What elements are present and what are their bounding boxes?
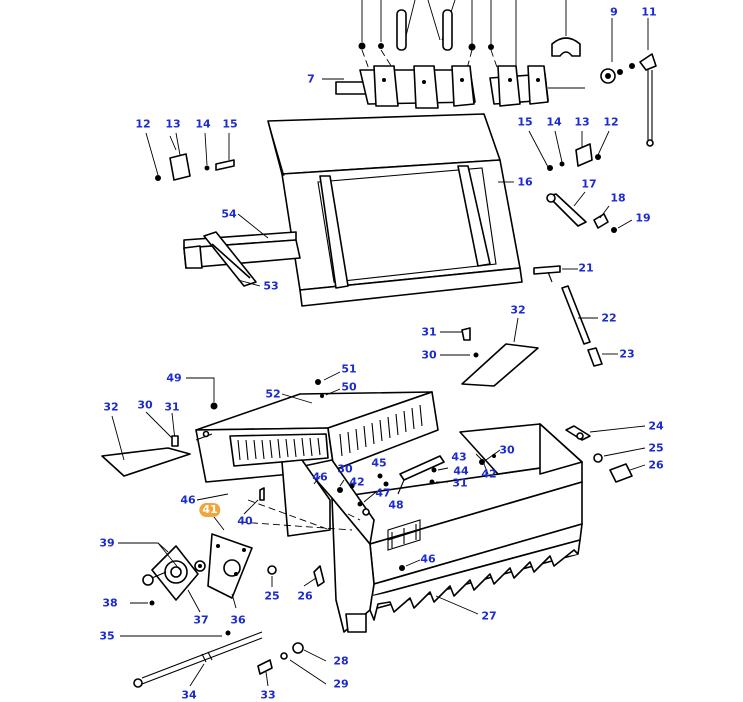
- callout-23[interactable]: 23: [619, 347, 635, 361]
- callout-11[interactable]: 11: [641, 5, 657, 19]
- callout-42[interactable]: 42: [349, 475, 365, 489]
- callout-40[interactable]: 40: [237, 514, 253, 528]
- side-rail: [183, 213, 301, 287]
- callout-49[interactable]: 49: [166, 371, 182, 385]
- callout-29[interactable]: 29: [333, 677, 349, 691]
- callout-54[interactable]: 54: [221, 207, 237, 221]
- callout-25[interactable]: 25: [648, 441, 664, 455]
- vent-box: [186, 371, 439, 483]
- callout-30[interactable]: 30: [499, 443, 515, 457]
- callout-15[interactable]: 15: [222, 117, 238, 131]
- right-side-parts: [565, 425, 646, 483]
- left-scraper-plate: [101, 411, 191, 477]
- callout-16[interactable]: 16: [517, 175, 533, 189]
- callout-45[interactable]: 45: [371, 456, 387, 470]
- top-shaft-assembly: [335, 0, 657, 147]
- callout-12[interactable]: 12: [603, 115, 619, 129]
- callout-46[interactable]: 46: [180, 493, 196, 507]
- callout-31[interactable]: 31: [452, 476, 468, 490]
- callout-17[interactable]: 17: [581, 177, 597, 191]
- right-scraper-plate: [440, 317, 539, 387]
- callout-30[interactable]: 30: [421, 348, 437, 362]
- callout-18[interactable]: 18: [610, 191, 626, 205]
- upper-plate: [267, 113, 523, 307]
- callout-31[interactable]: 31: [421, 325, 437, 339]
- callout-7[interactable]: 7: [307, 72, 315, 86]
- callout-46[interactable]: 46: [312, 470, 328, 484]
- vent-slots: [237, 404, 423, 461]
- callout-14[interactable]: 14: [546, 115, 562, 129]
- callout-35[interactable]: 35: [99, 629, 115, 643]
- callout-22[interactable]: 22: [601, 311, 617, 325]
- callout-13[interactable]: 13: [165, 117, 181, 131]
- callout-30[interactable]: 30: [337, 462, 353, 476]
- callout-46[interactable]: 46: [420, 552, 436, 566]
- callout-47[interactable]: 47: [375, 486, 391, 500]
- callout-32[interactable]: 32: [103, 400, 119, 414]
- trough-hardware: [313, 449, 501, 516]
- callout-38[interactable]: 38: [102, 596, 118, 610]
- callout-24[interactable]: 24: [648, 419, 664, 433]
- misc-leaders: [169, 78, 483, 461]
- callout-19[interactable]: 19: [635, 211, 651, 225]
- end-plate-assembly: [118, 487, 265, 613]
- bottom-shaft: [120, 565, 327, 688]
- callout-25[interactable]: 25: [264, 589, 280, 603]
- callout-48[interactable]: 48: [388, 498, 404, 512]
- callout-27[interactable]: 27: [481, 609, 497, 623]
- callout-36[interactable]: 36: [230, 613, 246, 627]
- callout-12[interactable]: 12: [135, 117, 151, 131]
- callout-41-highlighted[interactable]: 41: [199, 503, 221, 517]
- callout-44[interactable]: 44: [453, 464, 469, 478]
- callout-39[interactable]: 39: [99, 536, 115, 550]
- callout-37[interactable]: 37: [193, 613, 209, 627]
- rod-parts: [533, 191, 633, 367]
- callout-42[interactable]: 42: [481, 467, 497, 481]
- callout-9[interactable]: 9: [610, 5, 618, 19]
- callout-32[interactable]: 32: [510, 303, 526, 317]
- callout-34[interactable]: 34: [181, 688, 197, 702]
- callout-43[interactable]: 43: [451, 450, 467, 464]
- callout-53[interactable]: 53: [263, 279, 279, 293]
- callout-50[interactable]: 50: [341, 380, 357, 394]
- callout-51[interactable]: 51: [341, 362, 357, 376]
- callout-52[interactable]: 52: [265, 387, 281, 401]
- callout-14[interactable]: 14: [195, 117, 211, 131]
- main-trough: [239, 423, 583, 633]
- left-bolt-group: [145, 132, 235, 181]
- callout-26[interactable]: 26: [297, 589, 313, 603]
- callout-15[interactable]: 15: [517, 115, 533, 129]
- callout-33[interactable]: 33: [260, 688, 276, 702]
- callout-21[interactable]: 21: [578, 261, 594, 275]
- right-bolt-group: [528, 130, 610, 171]
- callout-31[interactable]: 31: [164, 400, 180, 414]
- callout-13[interactable]: 13: [574, 115, 590, 129]
- callout-26[interactable]: 26: [648, 458, 664, 472]
- callout-28[interactable]: 28: [333, 654, 349, 668]
- callout-30[interactable]: 30: [137, 398, 153, 412]
